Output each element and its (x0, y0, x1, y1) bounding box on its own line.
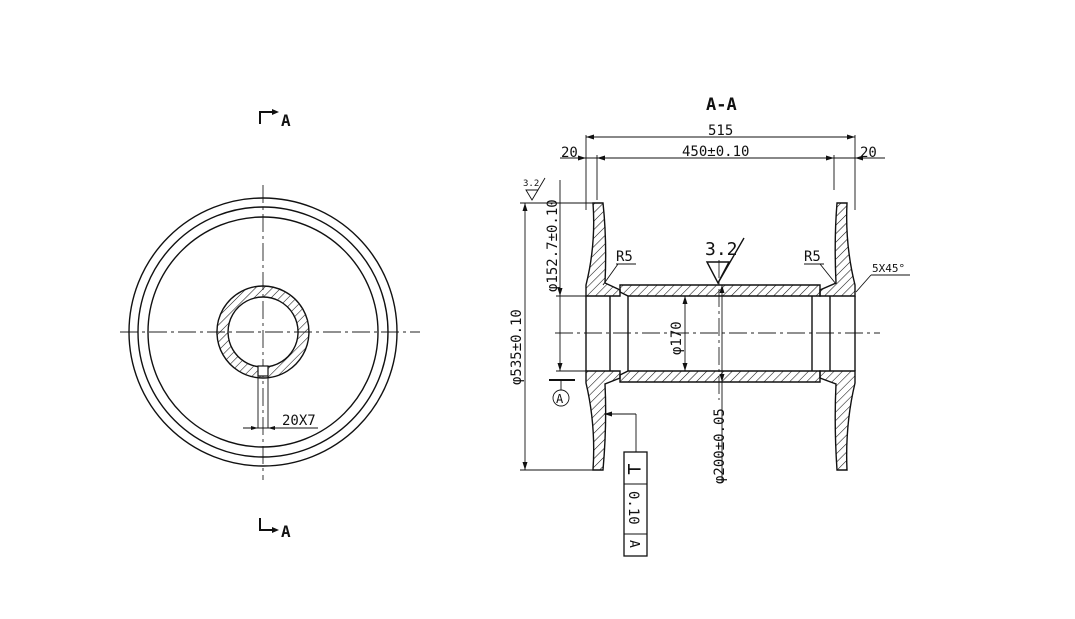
arrow (604, 411, 612, 417)
dim-inner-diameter: φ170 (669, 321, 685, 355)
tube-wall-upper (619, 284, 821, 297)
leader-r5-left (602, 263, 619, 286)
arrow (272, 109, 279, 115)
flange-mid-circle (137, 206, 389, 458)
datum-circle (552, 389, 570, 407)
fillet-left-label: R5 (616, 249, 633, 265)
fillet-right-label: R5 (804, 249, 821, 265)
section-marker-top-label: A (281, 111, 291, 130)
left-flange-upper (585, 202, 621, 297)
arrow (682, 296, 688, 304)
front-view: 20X7 A A (120, 109, 420, 541)
surface-finish-large-symbol (705, 237, 745, 285)
section-marker-bottom-label: A (281, 522, 291, 541)
tolerance-value: 0.10 (625, 491, 641, 525)
arrow (847, 134, 855, 140)
tolerance-frame (623, 451, 648, 557)
dim-bore-diameter: φ152.7±0.10 (545, 199, 561, 292)
tube-wall-lower (619, 370, 821, 383)
arrow (719, 374, 725, 382)
flange-outer-circle (128, 197, 398, 467)
arrow (597, 155, 605, 161)
arrow (578, 155, 586, 161)
arrow (522, 462, 528, 470)
dim-flange-left: 20 (561, 145, 578, 161)
chamfer-label: 5X45° (872, 262, 905, 275)
left-flange-lower (585, 370, 621, 471)
arrow (682, 363, 688, 371)
tolerance-datum: A (626, 540, 641, 548)
datum-label: A (556, 392, 564, 406)
surface-finish-small-symbol (525, 177, 546, 201)
leader-r5-right (819, 263, 837, 285)
arrow (522, 203, 528, 211)
right-flange-upper (819, 202, 856, 297)
arrow (557, 363, 563, 371)
section-marker-bottom-arrow (259, 518, 274, 531)
arrow (251, 426, 258, 430)
tolerance-symbol: ⊥ (623, 463, 647, 475)
arrow (268, 426, 275, 430)
section-title: A-A (706, 95, 737, 115)
arrow (826, 155, 834, 161)
flange-inner-circle (147, 216, 379, 448)
dim-inner-length: 450±0.10 (682, 144, 749, 160)
surface-finish-small: 3.2 (523, 179, 539, 189)
arrow (855, 155, 863, 161)
dim-outer-tube-diameter: φ200±0.05 (712, 408, 728, 484)
arrow (557, 288, 563, 296)
leader-chamfer (855, 274, 872, 293)
right-flange-lower (819, 370, 856, 471)
dim-flange-diameter: φ535±0.10 (509, 309, 525, 385)
keyway-slot (257, 365, 269, 377)
keyway-label: 20X7 (282, 413, 316, 429)
section-view: A-A 515 450±0.10 20 20 (509, 95, 910, 557)
surface-finish-large: 3.2 (705, 239, 738, 260)
arrow (272, 527, 279, 533)
dim-flange-right: 20 (860, 145, 877, 161)
arrow (586, 134, 594, 140)
dim-overall-length: 515 (708, 123, 733, 139)
arrow (719, 285, 725, 293)
section-marker-top-arrow (259, 111, 274, 124)
